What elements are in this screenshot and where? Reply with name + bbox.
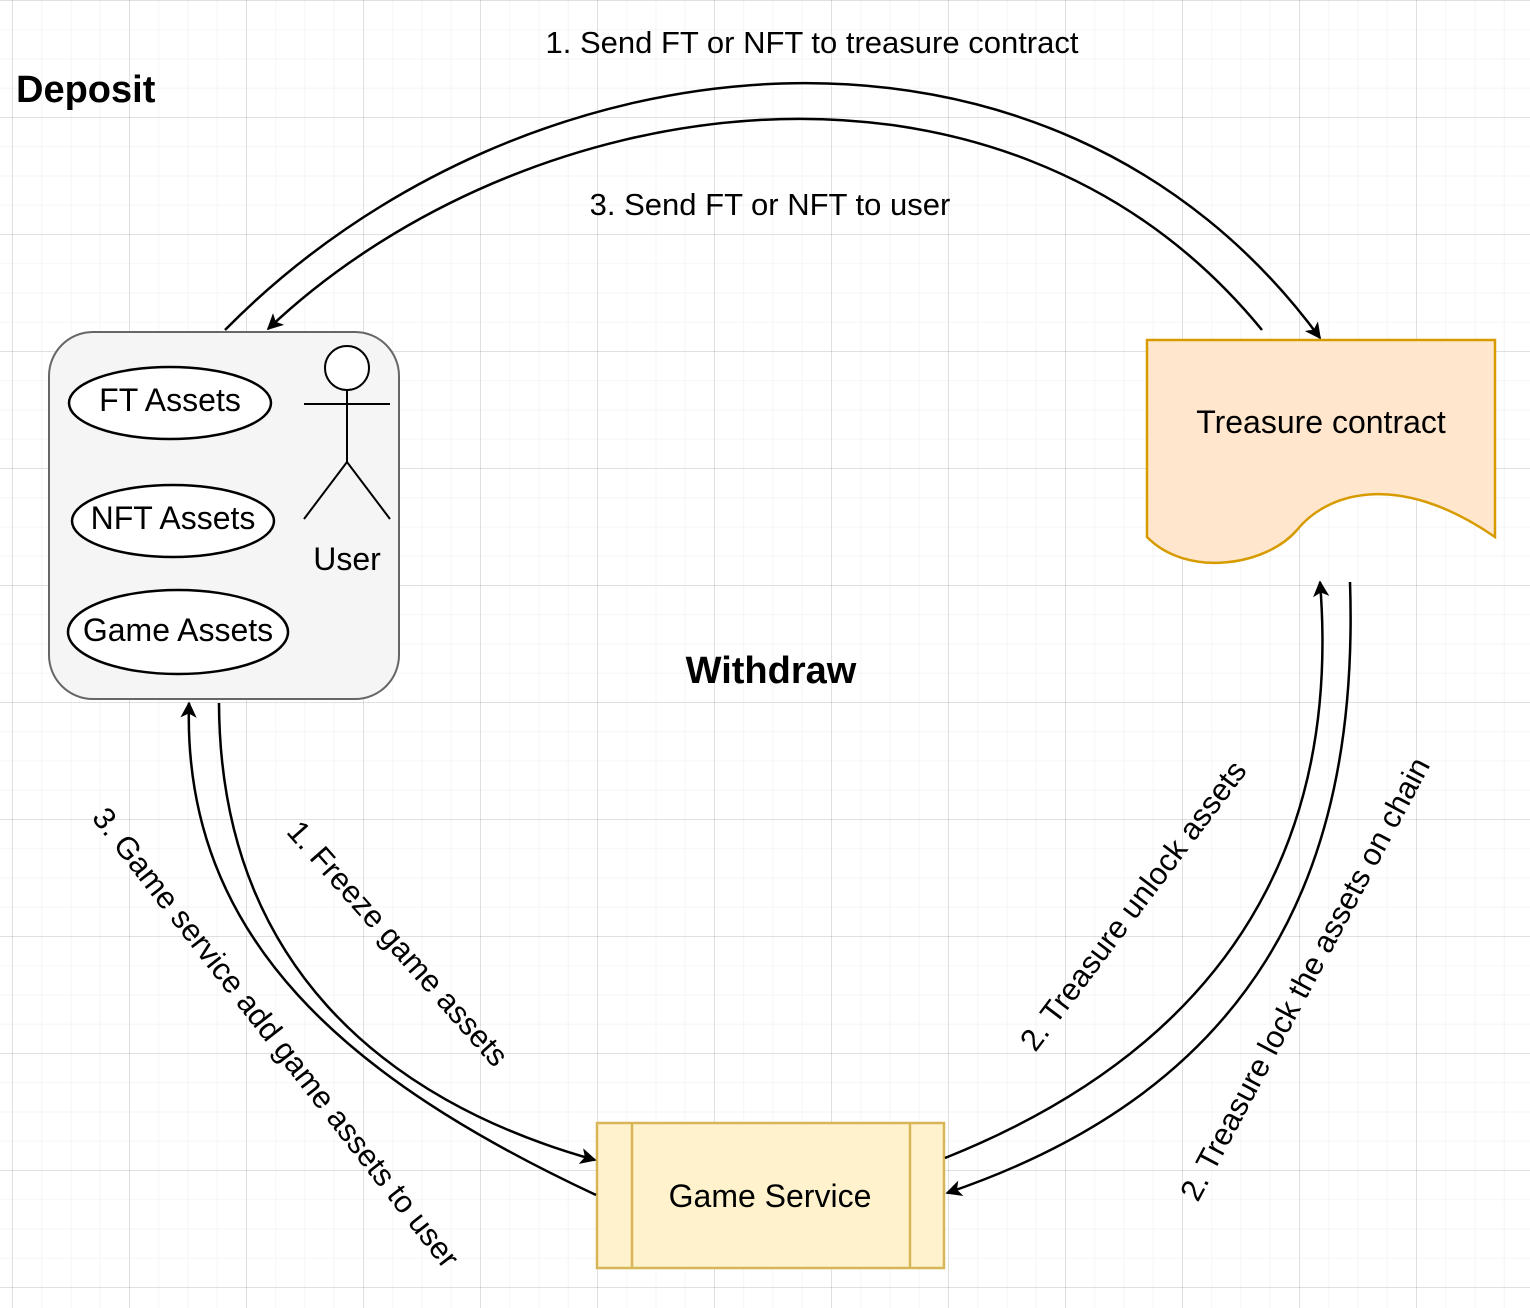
deposit-title: Deposit (16, 69, 156, 111)
withdraw-title: Withdraw (686, 650, 857, 692)
add-to-user-arrow[interactable] (180, 701, 597, 1197)
treasure-contract-node[interactable]: Treasure contract (1145, 338, 1497, 565)
nft-assets-ellipse[interactable] (70, 483, 276, 559)
treasure-contract-shape (1145, 338, 1497, 565)
freeze-label: 1. Freeze game assets (280, 814, 515, 1073)
deposit-return-label: 3. Send FT or NFT to user (590, 187, 951, 222)
game-service-shape (595, 1121, 946, 1270)
game-service-node[interactable]: Game Service (595, 1121, 946, 1270)
treasure-contract-label: Treasure contract (1196, 404, 1446, 440)
game-service-label: Game Service (669, 1178, 872, 1214)
deposit-return-arrow[interactable] (266, 117, 1263, 331)
user-actor-icon[interactable] (303, 345, 391, 520)
add-to-user-label: 3. Game service add game assets to user (85, 801, 466, 1275)
ft-assets-label: FT Assets (99, 382, 241, 418)
user-actor-label: User (313, 541, 381, 577)
freeze-arrow[interactable] (217, 702, 597, 1164)
lock-arrow[interactable] (945, 581, 1352, 1196)
ft-assets-ellipse[interactable] (67, 365, 273, 441)
deposit-send-arrow[interactable] (224, 81, 1322, 340)
user-group[interactable]: FT Assets NFT Assets Game Assets User (48, 331, 400, 700)
connectors (180, 81, 1352, 1197)
game-assets-label: Game Assets (83, 612, 273, 648)
unlock-arrow[interactable] (944, 580, 1330, 1160)
nft-assets-label: NFT Assets (91, 500, 256, 536)
unlock-label: 2. Treasure unlock assets (1013, 754, 1254, 1057)
deposit-send-label: 1. Send FT or NFT to treasure contract (546, 25, 1079, 60)
game-assets-ellipse[interactable] (66, 588, 290, 676)
